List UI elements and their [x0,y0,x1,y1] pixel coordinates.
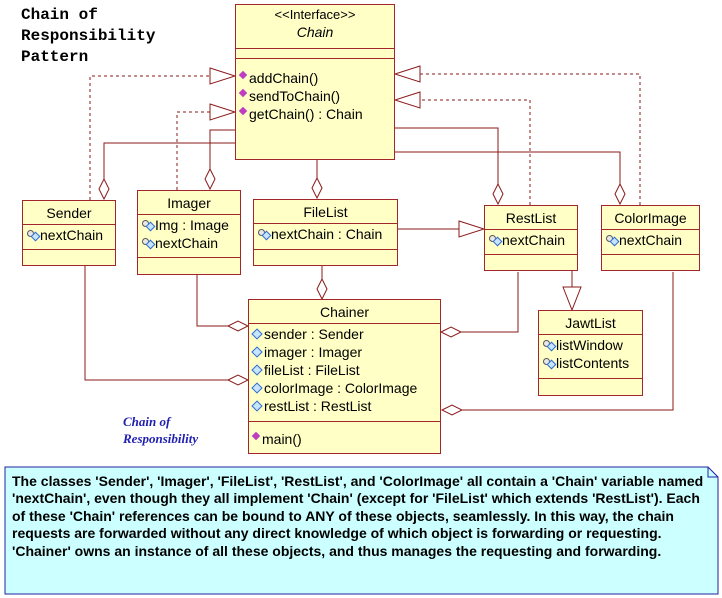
realization-arrow-colorimage [393,65,421,83]
protected-attribute-icon [543,358,557,370]
chainer-operation-main: main() [251,430,302,448]
imager-name: Imager [167,195,211,211]
colorimage-attribute-nextchain: nextChain [606,231,682,249]
diagram-label-line-1: Chain of [123,414,171,429]
public-attribute-icon [251,382,263,394]
jawtlist-attribute-listwindow: listWindow [543,336,623,354]
protected-attribute-icon [489,235,503,247]
class-filelist[interactable]: FileList nextChain : Chain [253,199,398,266]
diagram-title-line-1: Chain of [21,6,98,24]
diagram-label: Chain of Responsibility [123,413,198,447]
protected-attribute-icon [543,340,557,352]
diamond-filelist [311,176,323,200]
aggregation-restlist-chain [395,127,499,184]
realization-arrow-restlist [393,91,421,109]
aggregation-chainer-sender [84,265,228,381]
operation-icon [238,88,248,98]
operation-icon [251,431,261,441]
diamond-chainer-restlist [439,326,463,338]
realization-arrow-imager [209,103,237,121]
chain-operation-sendtochain: sendToChain() [238,87,340,105]
diagram-label-line-2: Responsibility [123,431,199,446]
protected-attribute-icon [142,220,156,232]
class-sender[interactable]: Sender nextChain [22,200,116,266]
aggregation-chainer-restlist [461,272,519,333]
sender-name: Sender [46,205,92,221]
aggregation-chainer-imager [196,275,228,327]
filelist-name: FileList [303,204,348,220]
restlist-name: RestList [505,210,557,226]
colorimage-name: ColorImage [614,210,687,226]
diamond-chainer-imager [226,320,250,332]
realization-imager-chain [176,111,210,190]
realization-colorimage-chain [420,73,641,205]
chain-operation-getchain: getChain() : Chain [238,105,363,123]
aggregation-colorimage-chain [395,151,621,184]
generalization-arrow-restlist [562,286,582,312]
diamond-chainer-sender [226,374,250,386]
public-attribute-icon [251,400,263,412]
filelist-attribute-nextchain: nextChain : Chain [258,225,382,243]
protected-attribute-icon [606,235,620,247]
diamond-imager [204,167,216,191]
realization-arrow-sender [209,67,237,85]
chainer-attribute-colorimage: colorImage : ColorImage [251,379,417,397]
aggregation-imager-chain [209,129,235,169]
aggregation-sender-chain [103,142,235,179]
diagram-title-line-2: Responsibility [21,27,156,45]
chainer-attribute-restlist: restList : RestList [251,397,371,415]
protected-attribute-icon [258,229,272,241]
protected-attribute-icon [142,238,156,250]
public-attribute-icon [251,328,263,340]
aggregation-chainer-colorimage [462,272,674,411]
diamond-sender [98,177,110,201]
protected-attribute-icon [27,230,41,242]
class-chain[interactable]: <<Interface>> Chain addChain() sendToCha… [235,4,395,160]
realization-restlist-chain [420,99,531,205]
chain-operation-addchain: addChain() [238,69,318,87]
chainer-attribute-sender: sender : Sender [251,325,364,343]
chain-name: Chain [296,24,334,40]
chainer-name: Chainer [319,304,370,320]
jawtlist-attribute-listcontents: listContents [543,354,629,372]
class-jawtlist[interactable]: JawtList listWindow listContents [538,310,643,396]
chain-stereotype: <<Interface>> [274,7,356,22]
chainer-attribute-imager: imager : Imager [251,343,362,361]
class-imager[interactable]: Imager Img : Image nextChain [137,190,241,275]
operation-icon [238,70,248,80]
class-chainer[interactable]: Chainer sender : Sender imager : Imager … [248,299,441,454]
jawtlist-name: JawtList [565,315,616,331]
generalization-arrow-filelist [458,220,486,238]
class-colorimage[interactable]: ColorImage nextChain [601,205,700,271]
diamond-colorimage [614,182,626,206]
diagram-title-line-3: Pattern [21,48,89,66]
chainer-attribute-filelist: fileList : FileList [251,361,360,379]
class-restlist[interactable]: RestList nextChain [484,205,578,271]
diamond-chainer-colorimage [440,404,464,416]
public-attribute-icon [251,364,263,376]
imager-attribute-nextchain: nextChain [142,234,218,252]
diamond-restlist [492,182,504,206]
note-shape [4,466,719,595]
sender-attribute-nextchain: nextChain [27,226,103,244]
restlist-attribute-nextchain: nextChain [489,231,565,249]
diamond-chainer-filelist [316,277,328,301]
note-text: The classes 'Sender', 'Imager', 'FileLis… [12,473,704,559]
public-attribute-icon [251,346,263,358]
realization-sender-chain [89,75,210,200]
imager-attribute-img: Img : Image [142,216,229,234]
operation-icon [238,106,248,116]
